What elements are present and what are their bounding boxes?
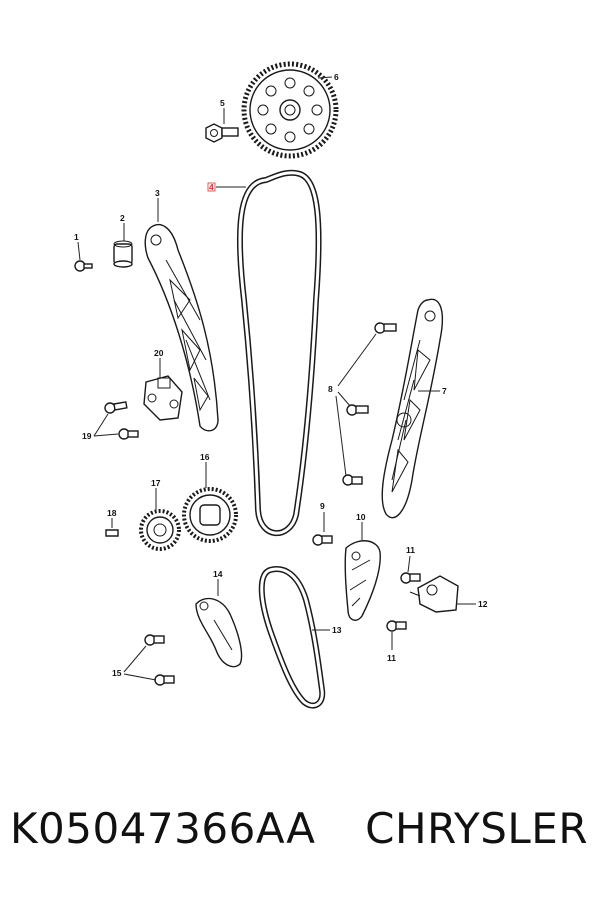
- lower-tensioner-arm: [195, 597, 243, 668]
- woodruff-key: [105, 529, 119, 537]
- tensioner-bolts: [104, 401, 139, 440]
- guide-screw: [74, 260, 93, 272]
- callout-5: 5: [220, 98, 225, 108]
- callout-11-bottom: 11: [387, 653, 396, 663]
- timing-chain-upper: [236, 169, 322, 537]
- crankshaft-sprocket: [182, 487, 238, 543]
- callout-12: 12: [478, 599, 488, 609]
- callout-6: 6: [334, 72, 339, 82]
- chain-guide-left: [144, 223, 219, 432]
- callout-8: 8: [328, 384, 333, 394]
- chain-guide-right: [381, 298, 444, 519]
- callout-18: 18: [107, 508, 117, 518]
- callout-4: 4: [209, 182, 214, 192]
- callout-11-top: 11: [406, 545, 415, 555]
- callout-9: 9: [320, 501, 325, 511]
- tensioner-guide-bolt: [312, 534, 333, 546]
- callout-2: 2: [120, 213, 125, 223]
- callout-3: 3: [155, 188, 160, 198]
- callout-1: 1: [74, 232, 79, 242]
- brand-label: CHRYSLER: [365, 804, 588, 853]
- callout-15: 15: [112, 668, 122, 678]
- lower-tensioner-bolts: [386, 572, 421, 632]
- camshaft-sprocket: [241, 61, 339, 159]
- timing-chain-lower: [258, 566, 326, 709]
- callout-19: 19: [82, 431, 92, 441]
- lower-chain-guide: [344, 540, 381, 621]
- part-number-label: K05047366AA: [10, 804, 316, 853]
- callout-17: 17: [151, 478, 161, 488]
- oil-pump-sprocket: [139, 509, 181, 551]
- callout-7: 7: [442, 386, 447, 396]
- callout-14: 14: [213, 569, 223, 579]
- hydraulic-tensioner: [409, 575, 459, 613]
- callout-10: 10: [356, 512, 366, 522]
- callout-20: 20: [154, 348, 164, 358]
- caption-bar: K05047366AA CHRYSLER: [0, 800, 600, 860]
- upper-tensioner: [143, 375, 183, 421]
- callout-13: 13: [332, 625, 342, 635]
- guide-bushing: [113, 240, 133, 268]
- lower-arm-bolts: [144, 634, 175, 686]
- sprocket-bolt: [205, 123, 239, 143]
- guide-bolts: [342, 322, 397, 486]
- callout-16: 16: [200, 452, 210, 462]
